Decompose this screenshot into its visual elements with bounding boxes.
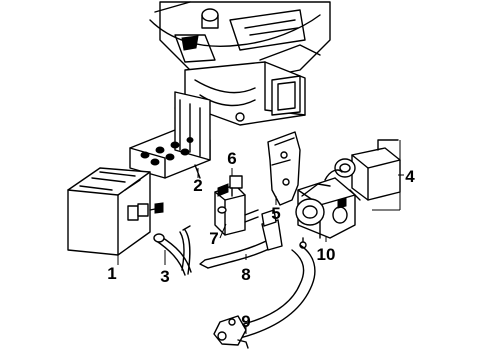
callout-3: 3 — [160, 267, 169, 286]
callout-10: 10 — [317, 245, 336, 264]
callout-2: 2 — [193, 176, 202, 195]
callout-8: 8 — [241, 265, 250, 284]
callout-7: 7 — [209, 229, 218, 248]
callout-4: 4 — [405, 167, 415, 186]
vapor-canister-part-1 — [67, 167, 164, 256]
bracket-part-2 — [129, 91, 211, 179]
egr-tube-part-9 — [213, 244, 316, 349]
callout-1: 1 — [107, 264, 116, 283]
egr-bracket-part-5 — [267, 131, 301, 206]
vacuum-hose-part-3 — [153, 225, 192, 276]
callout-6: 6 — [227, 149, 236, 168]
vacuum-solenoid-part-4 — [332, 139, 401, 201]
callout-9: 9 — [241, 312, 250, 331]
leader-7 — [219, 223, 227, 239]
solenoid-valve-part-6-7 — [214, 175, 259, 236]
hose-part-8 — [199, 209, 283, 269]
callout-5: 5 — [271, 204, 280, 223]
throttle-body — [174, 61, 306, 126]
egr-valve-part-10 — [295, 169, 356, 249]
leader-lines — [117, 140, 404, 334]
